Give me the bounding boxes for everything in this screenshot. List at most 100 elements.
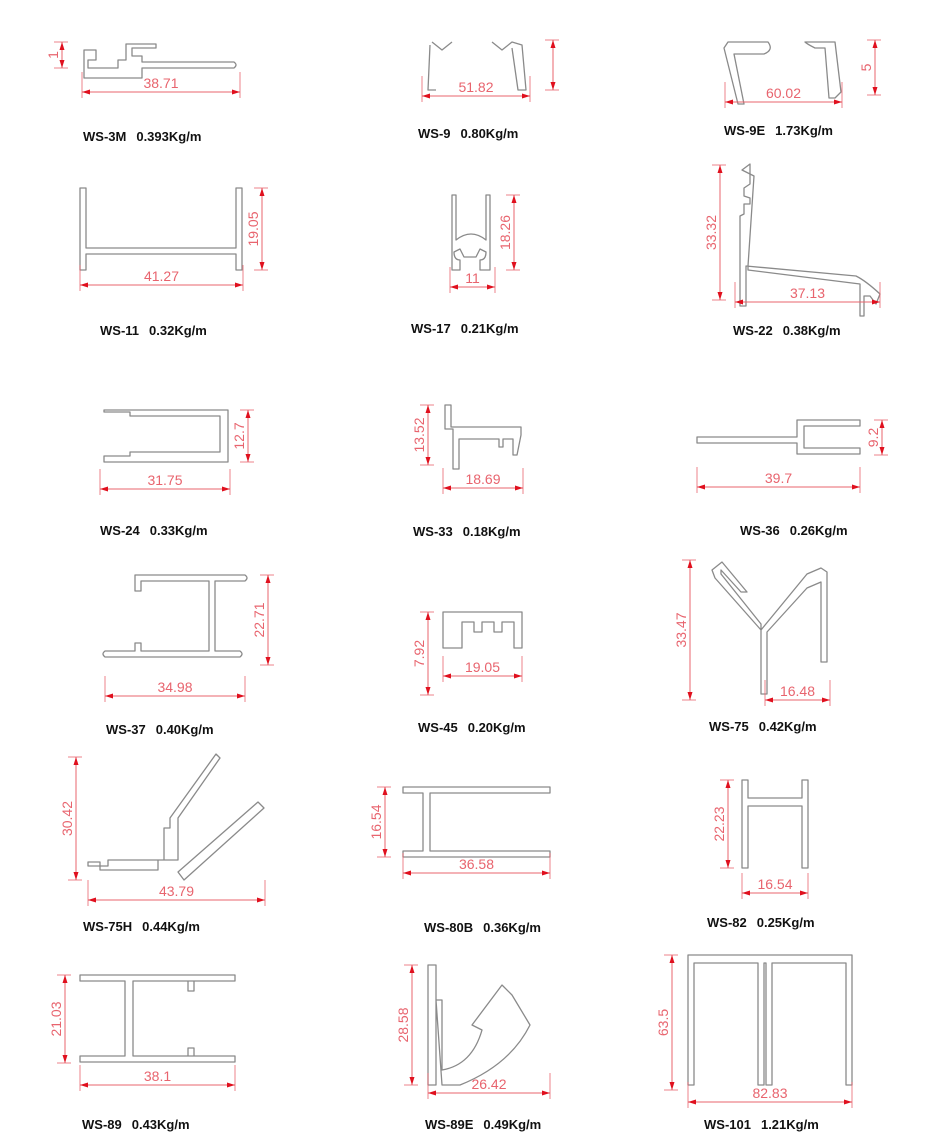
profile-ws-24: 31.75 12.7 [99,409,254,495]
height-dimension-label: 7.92 [411,640,427,667]
height-dimension: 22.71 [251,574,274,666]
height-dimension-label: 33.47 [673,612,689,647]
width-dimension: 11 [449,267,496,293]
profile-weight: 0.18Kg/m [462,524,521,539]
height-dimension-label: 16.54 [368,804,384,839]
profile-weight: 0.21Kg/m [460,321,519,336]
arrowhead-icon [765,697,830,703]
height-dimension: 33.32 [703,164,726,301]
width-dimension-label: 41.27 [144,268,179,284]
profile-caption: WS-75H 0.44Kg/m [83,919,200,934]
profile-weight: 0.33Kg/m [149,523,208,538]
height-dimension: 21.03 [48,974,71,1064]
width-dimension: 37.13 [734,282,881,308]
profile-weight: 0.80Kg/m [460,126,519,141]
profile-code: WS-11 [100,323,140,338]
width-dimension-label: 36.58 [459,856,494,872]
profile-code: WS-37 [106,722,146,737]
width-dimension-label: 60.02 [766,85,801,101]
width-dimension: 39.7 [696,467,861,493]
width-dimension-label: 39.7 [765,470,792,486]
profile-outline [427,964,531,1086]
height-dimension: 18.26 [497,194,520,271]
profile-code: WS-101 [704,1117,751,1132]
profile-ws-9: 51.82 [421,39,559,102]
height-dimension-label: 12.7 [231,422,247,449]
height-dimension-label: 63.5 [655,1009,671,1036]
profile-caption: WS-9 0.80Kg/m [418,126,518,141]
profile-code: WS-89 [82,1117,122,1132]
width-dimension: 51.82 [421,76,531,102]
profile-ws-17: 11 18.26 [449,194,520,293]
profile-caption: WS-11 0.32Kg/m [100,323,207,338]
profile-weight: 0.26Kg/m [789,523,848,538]
height-dimension-label: 13.52 [411,417,427,452]
profile-code: WS-17 [411,321,451,336]
height-dimension-label: 18.26 [497,215,513,250]
width-dimension: 34.98 [104,676,246,702]
height-dimension-label: 19.05 [245,211,261,246]
profile-ws-33: 18.69 13.52 [411,404,524,494]
width-dimension-label: 26.42 [471,1076,506,1092]
profile-weight: 0.42Kg/m [758,719,817,734]
arrowhead-icon [742,890,808,896]
profile-outline [696,419,861,455]
height-dimension: 13.52 [411,404,434,466]
profile-caption: WS-89 0.43Kg/m [82,1117,190,1132]
height-dimension-label: 5 [858,63,874,71]
profile-caption: WS-82 0.25Kg/m [707,915,815,930]
profile-code: WS-22 [733,323,773,338]
profile-outline [741,779,809,869]
profile-ws-36: 39.79.2 [696,419,888,493]
height-dimension-label: 21.03 [48,1001,64,1036]
profile-code: WS-80B [424,920,474,935]
profile-code: WS-33 [413,524,453,539]
profile-code: WS-24 [100,523,140,538]
profile-outline [87,753,265,881]
arrowhead-icon [443,485,523,491]
height-dimension: 1 [45,41,68,69]
width-dimension: 26.42 [427,1073,551,1099]
width-dimension-label: 43.79 [159,883,194,899]
profile-code: WS-9E [724,123,766,138]
width-dimension-label: 38.1 [144,1068,171,1084]
profile-weight: 0.43Kg/m [131,1117,190,1132]
profile-code: WS-89E [425,1117,474,1132]
width-dimension-label: 18.69 [465,471,500,487]
profile-code: WS-82 [707,915,747,930]
profile-weight: 0.25Kg/m [756,915,815,930]
profile-weight: 0.38Kg/m [782,323,841,338]
profile-weight: 0.49Kg/m [483,1117,542,1132]
height-dimension: 19.05 [245,187,268,271]
height-dimension-label: 33.32 [703,215,719,250]
profile-outline [442,611,523,649]
profile-outline [427,41,527,91]
arrowhead-icon [59,42,65,68]
profile-weight: 0.44Kg/m [142,919,200,934]
profile-outline [451,194,491,271]
width-dimension-label: 11 [465,270,480,286]
width-dimension: 31.75 [99,469,231,495]
profile-code: WS-9 [418,126,451,141]
profile-outline [723,41,842,105]
profile-ws-11: 41.27 19.05 [79,187,268,291]
width-dimension: 36.58 [402,853,551,879]
profile-ws-9e: 60.02 5 [723,39,881,108]
profile-weight: 0.20Kg/m [467,720,526,735]
profile-code: WS-75H [83,919,133,934]
profile-outline [103,409,229,463]
profile-outline [102,574,248,658]
profile-caption: WS-22 0.38Kg/m [733,323,841,338]
height-dimension-label: 22.23 [711,806,727,841]
width-dimension: 60.02 [724,82,843,108]
profile-weight: 0.32Kg/m [149,323,207,338]
